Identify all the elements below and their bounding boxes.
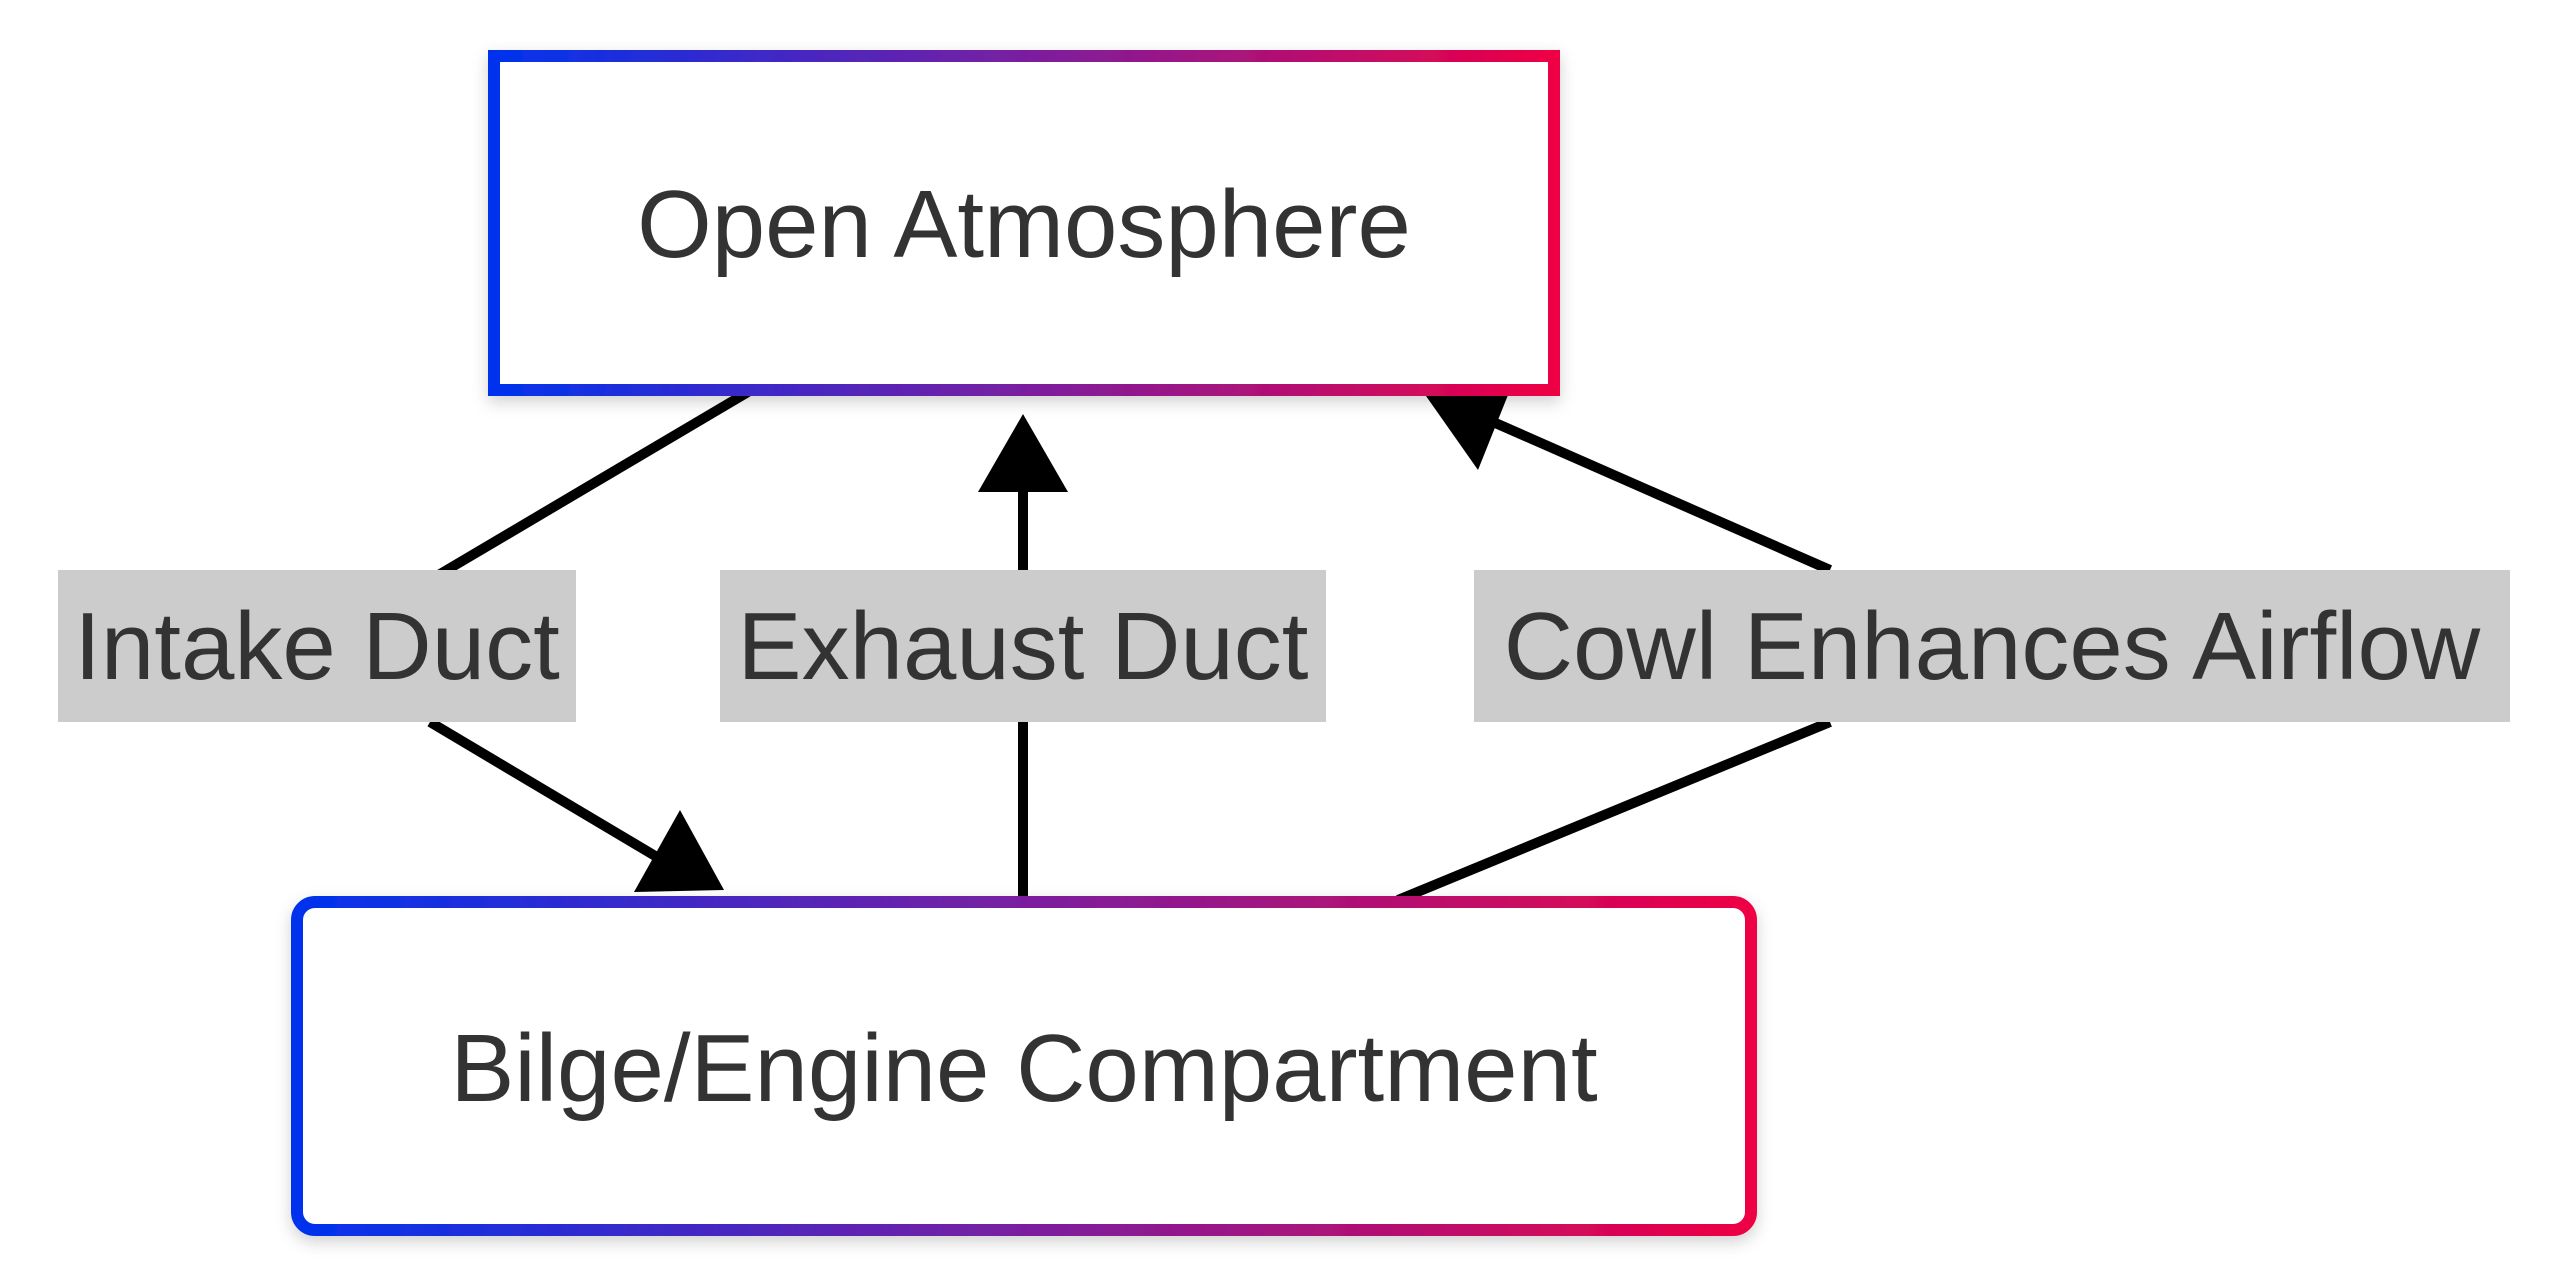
edge-intake-duct <box>427 387 751 892</box>
edge-label-intake-duct: Intake Duct <box>58 570 576 722</box>
node-bilge-engine-compartment[interactable]: Bilge/Engine Compartment <box>291 896 1757 1236</box>
intake-duct-arrowhead <box>634 810 724 892</box>
cowl-airflow-line-upper <box>1481 413 1833 575</box>
edge-label-exhaust-duct-text: Exhaust Duct <box>738 593 1309 700</box>
cowl-airflow-arrowhead <box>1426 390 1510 470</box>
edge-label-cowl-airflow-bg <box>1474 570 2510 722</box>
edge-label-cowl-airflow-text: Cowl Enhances Airflow <box>1504 593 2481 700</box>
edge-label-intake-duct-bg <box>58 570 576 722</box>
node-open-atmosphere-box <box>488 50 1560 396</box>
intake-duct-line-upper <box>427 387 751 585</box>
node-bilge-engine-compartment-box <box>291 896 1757 1236</box>
node-open-atmosphere-label: Open Atmosphere <box>637 171 1411 278</box>
node-bilge-engine-compartment-label: Bilge/Engine Compartment <box>450 1015 1597 1122</box>
cowl-airflow-line-lower <box>1396 717 1832 905</box>
edge-label-cowl-airflow: Cowl Enhances Airflow <box>1474 570 2510 722</box>
edge-exhaust-duct <box>978 414 1068 898</box>
edge-label-exhaust-duct-bg <box>720 570 1326 722</box>
intake-duct-line-lower <box>427 717 675 871</box>
node-open-atmosphere[interactable]: Open Atmosphere <box>488 50 1560 396</box>
edge-label-intake-duct-text: Intake Duct <box>74 593 560 700</box>
exhaust-duct-arrowhead <box>978 414 1068 492</box>
edge-label-exhaust-duct: Exhaust Duct <box>720 570 1326 722</box>
edge-cowl-airflow <box>1396 390 1833 905</box>
